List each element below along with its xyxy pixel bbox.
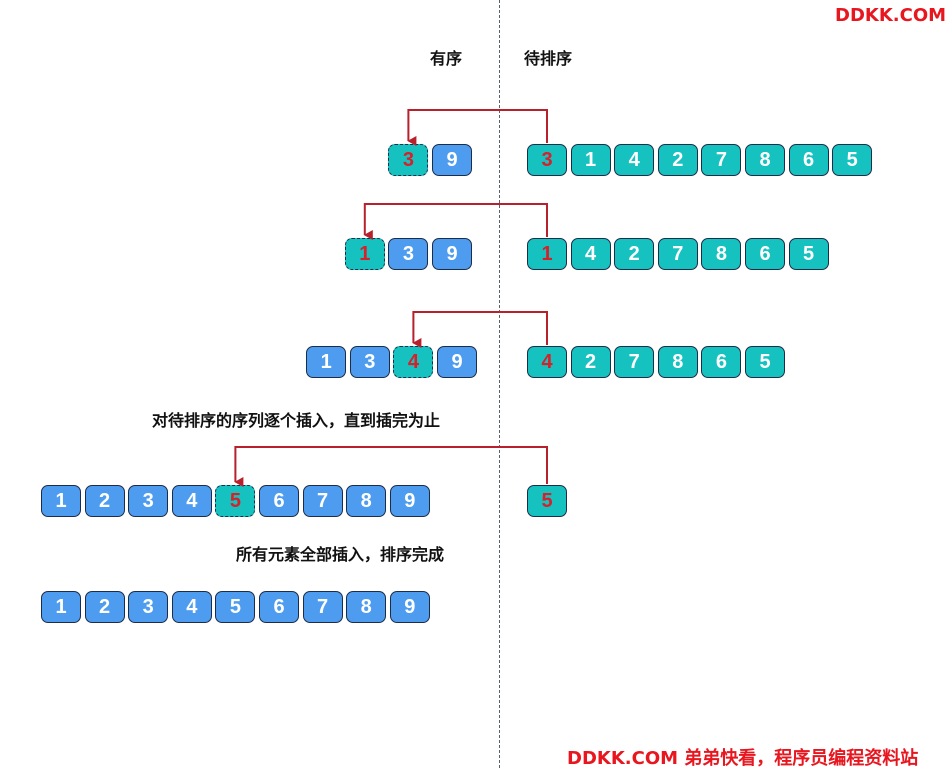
unsorted-cell: 7 — [614, 346, 655, 378]
insert-slot-cell: 4 — [393, 346, 434, 378]
sorted-column-label: 有序 — [430, 49, 463, 68]
watermark-bottom: DDKK.COM 弟弟快看，程序员编程资料站 — [567, 748, 919, 769]
sorted-cell: 9 — [437, 346, 477, 378]
unsorted-cell: 8 — [745, 144, 785, 176]
sorted-cell: 3 — [349, 346, 390, 378]
sorted-cell: 8 — [346, 485, 387, 517]
current-unsorted-cell: 4 — [527, 346, 567, 378]
sorted-cell: 1 — [306, 346, 347, 378]
sorted-cell: 9 — [432, 144, 472, 176]
unsorted-cell: 7 — [657, 238, 698, 270]
final-sorted-cell: 5 — [215, 591, 256, 623]
unsorted-column-label: 待排序 — [524, 49, 573, 68]
unsorted-cell: 6 — [701, 346, 742, 378]
unsorted-cell: 8 — [657, 346, 698, 378]
sorted-cell: 3 — [388, 238, 429, 270]
current-unsorted-cell: 3 — [527, 144, 567, 176]
sorted-cell: 7 — [302, 485, 343, 517]
unsorted-cell: 5 — [832, 144, 873, 176]
final-sorted-cell: 6 — [259, 591, 299, 623]
unsorted-cell: 2 — [614, 238, 655, 270]
final-sorted-cell: 9 — [389, 591, 430, 623]
insertion-arrow — [412, 311, 548, 348]
unsorted-cell: 2 — [570, 346, 611, 378]
final-sorted-cell: 8 — [346, 591, 387, 623]
watermark-top: DDKK.COM — [835, 5, 947, 26]
unsorted-cell: 5 — [788, 238, 829, 270]
unsorted-cell: 5 — [745, 346, 785, 378]
sorted-cell: 9 — [389, 485, 430, 517]
final-sorted-cell: 7 — [302, 591, 343, 623]
insertion-arrow — [363, 203, 548, 240]
step-note: 对待排序的序列逐个插入，直到插完为止 — [152, 411, 441, 430]
unsorted-cell: 8 — [701, 238, 742, 270]
sorted-cell: 3 — [128, 485, 169, 517]
current-unsorted-cell: 1 — [527, 238, 567, 270]
final-sorted-cell: 3 — [128, 591, 169, 623]
insert-slot-cell: 1 — [344, 238, 385, 270]
sorted-cell: 2 — [84, 485, 125, 517]
sorted-cell: 9 — [432, 238, 472, 270]
unsorted-cell: 2 — [657, 144, 698, 176]
current-unsorted-cell: 5 — [527, 485, 567, 517]
unsorted-cell: 6 — [745, 238, 785, 270]
final-sorted-cell: 2 — [84, 591, 125, 623]
divider-line — [499, 0, 500, 768]
final-sorted-cell: 4 — [171, 591, 212, 623]
insertion-arrow — [234, 446, 548, 487]
unsorted-cell: 4 — [614, 144, 655, 176]
sorted-cell: 4 — [171, 485, 212, 517]
done-note: 所有元素全部插入，排序完成 — [236, 545, 445, 564]
insert-slot-cell: 5 — [215, 485, 256, 517]
final-sorted-cell: 1 — [41, 591, 81, 623]
unsorted-cell: 4 — [570, 238, 611, 270]
unsorted-cell: 1 — [570, 144, 611, 176]
insertion-arrow — [407, 109, 548, 146]
sorted-cell: 1 — [41, 485, 81, 517]
sorted-cell: 6 — [259, 485, 299, 517]
unsorted-cell: 7 — [701, 144, 742, 176]
unsorted-cell: 6 — [788, 144, 829, 176]
